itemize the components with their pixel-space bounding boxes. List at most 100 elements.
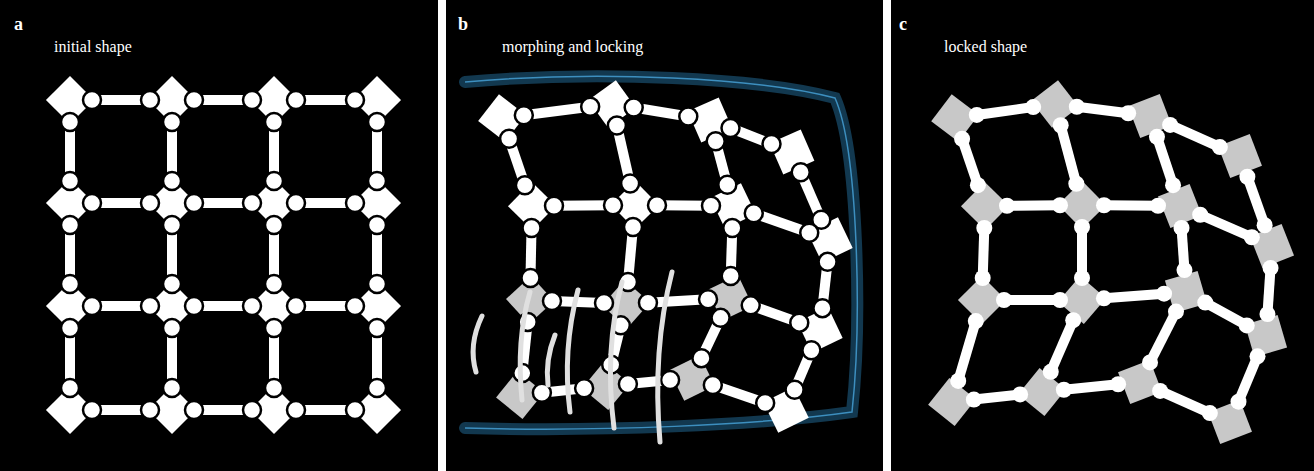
band-inner — [465, 76, 857, 429]
hinge-joint — [163, 172, 181, 190]
hinge-joint — [545, 197, 563, 215]
hinge-joint — [243, 297, 261, 315]
hinge-joint — [163, 379, 181, 397]
hinge-joint — [287, 297, 305, 315]
hinge-joint — [265, 216, 283, 234]
hinge-joint — [1259, 306, 1275, 322]
hinge-joint — [61, 319, 79, 337]
hinge-joint — [619, 375, 637, 393]
link-bar — [1160, 391, 1210, 413]
hinge-joint — [346, 297, 364, 315]
hinge-joint — [368, 113, 386, 131]
hinge-joint — [1197, 295, 1213, 311]
link-bar — [977, 107, 1033, 115]
hinge-joint — [163, 216, 181, 234]
link-bar — [1061, 125, 1077, 183]
hinge-joint — [163, 275, 181, 293]
hinge-joint — [721, 119, 739, 137]
hinge-joint — [968, 313, 984, 329]
hinge-joint — [521, 269, 539, 287]
hinge-joint — [141, 401, 159, 419]
hinge-joint — [500, 130, 518, 148]
hinge-joint — [1152, 383, 1168, 399]
hinge-joint — [954, 131, 970, 147]
hinge-joint — [692, 349, 710, 367]
hinge-joint — [61, 275, 79, 293]
hinge-joint — [679, 107, 697, 125]
hinge-joint — [1239, 317, 1255, 333]
hinge-joint — [1244, 229, 1260, 245]
hinge-joint — [1053, 117, 1069, 133]
lattice — [478, 80, 853, 432]
locking-wave — [520, 292, 530, 400]
hinge-joint — [287, 194, 305, 212]
link-bar — [1200, 215, 1252, 237]
hinge-joint — [346, 401, 364, 419]
hinge-joint — [141, 91, 159, 109]
hinge-joint — [712, 309, 730, 327]
hinge-joint — [523, 219, 541, 237]
hinge-joint — [1192, 207, 1208, 223]
hinge-joint — [368, 172, 386, 190]
hinge-joint — [1162, 117, 1178, 133]
hinge-joint — [1257, 217, 1273, 233]
hinge-joint — [790, 314, 808, 332]
panel-title: initial shape — [54, 38, 132, 56]
hinge-joint — [1250, 348, 1266, 364]
hinge-joint — [648, 196, 666, 214]
hinge-joint — [1096, 197, 1112, 213]
hinge-joint — [1149, 129, 1165, 145]
link-bar — [1170, 125, 1220, 147]
hinge-joint — [61, 113, 79, 131]
hinge-joint — [543, 292, 561, 310]
lattice — [928, 80, 1294, 444]
hinge-joint — [83, 401, 101, 419]
hinge-joint — [265, 275, 283, 293]
hinge-joint — [243, 91, 261, 109]
hinge-joint — [185, 91, 203, 109]
hinge-joint — [976, 220, 992, 236]
link-bar — [1104, 294, 1164, 299]
hinge-joint — [975, 270, 991, 286]
hinge-joint — [185, 401, 203, 419]
panel-title: locked shape — [944, 38, 1027, 56]
hinge-joint — [756, 394, 774, 412]
band-outer — [465, 76, 857, 429]
hinge-joint — [83, 91, 101, 109]
hinge-joint — [368, 216, 386, 234]
locking-waves — [473, 272, 672, 442]
hinge-joint — [1065, 312, 1081, 328]
hinge-joint — [141, 297, 159, 315]
hinge-joint — [1230, 394, 1246, 410]
hinge-joint — [61, 379, 79, 397]
hinge-joint — [368, 379, 386, 397]
panel-letter: a — [14, 14, 23, 35]
hinge-joint — [625, 99, 643, 117]
hinge-joint — [346, 194, 364, 212]
locking-wave — [567, 290, 578, 412]
hinge-joint — [1056, 382, 1072, 398]
hinge-joint — [1012, 386, 1028, 402]
hinge-joint — [813, 299, 831, 317]
hinge-joint — [1174, 220, 1190, 236]
hinge-joint — [1068, 176, 1084, 192]
hinge-joint — [1052, 292, 1068, 308]
link-bar — [1064, 384, 1118, 390]
hinge-joint — [1120, 105, 1136, 121]
hinge-joint — [83, 297, 101, 315]
hinge-joint — [61, 172, 79, 190]
panel-title: morphing and locking — [502, 38, 643, 56]
panel-letter: b — [458, 14, 468, 35]
confining-band — [465, 76, 857, 429]
hinge-joint — [950, 373, 966, 389]
hinge-joint — [515, 106, 533, 124]
hinge-joint — [1074, 219, 1090, 235]
hinge-joint — [368, 275, 386, 293]
hinge-joint — [581, 98, 599, 116]
locking-wave — [610, 282, 622, 428]
hinge-joint — [1150, 198, 1166, 214]
hinge-joint — [722, 267, 740, 285]
hinge-joint — [1142, 354, 1158, 370]
